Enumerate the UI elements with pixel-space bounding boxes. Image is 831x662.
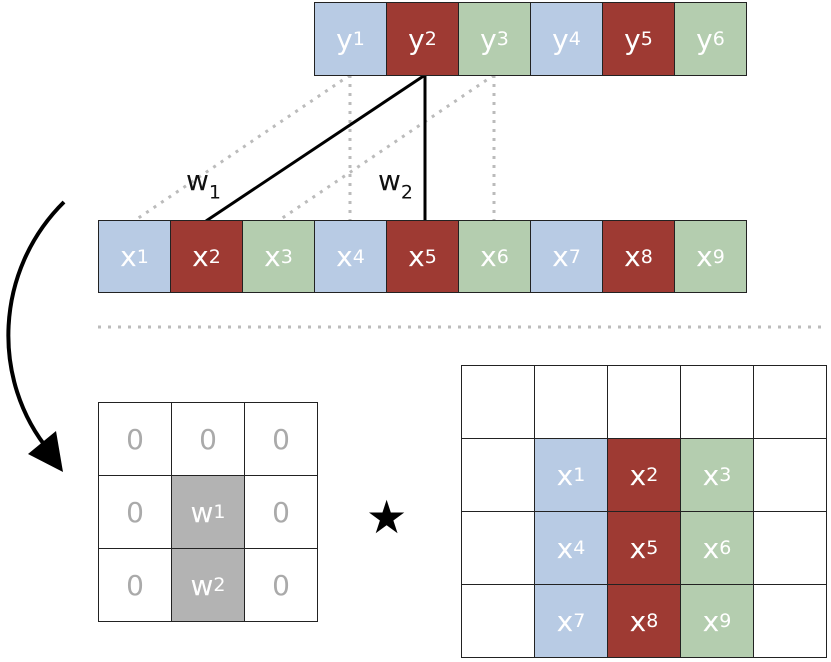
kernel-cell-zero-r2c0: 0	[98, 548, 172, 622]
kernel-cell-zero-r1c0: 0	[98, 475, 172, 549]
convolution-operator: ★	[366, 490, 408, 544]
grid-empty-cell-r0c3	[680, 365, 754, 439]
grid-empty-cell-r0c1	[534, 365, 608, 439]
grid-empty-cell-r0c0	[461, 365, 535, 439]
grid-empty-cell-r0c4	[753, 365, 827, 439]
dotted-connector-y1-x1	[133, 73, 351, 223]
grid-empty-cell-r1c0	[461, 438, 535, 512]
weight-line-w1	[205, 73, 426, 223]
transform-arrow-icon	[6, 200, 66, 454]
kernel-cell-zero-r0c1: 0	[171, 402, 245, 476]
kernel-cell-zero-r0c2: 0	[244, 402, 318, 476]
kernel-cell-zero-r0c0: 0	[98, 402, 172, 476]
dotted-connector-y3-x3	[277, 73, 495, 223]
grid-empty-cell-r3c4	[753, 584, 827, 658]
grid-empty-cell-r2c0	[461, 511, 535, 585]
arrowhead-icon	[28, 431, 63, 472]
weight-label-w1: w1	[186, 164, 221, 204]
grid-empty-cell-r3c0	[461, 584, 535, 658]
kernel-cell-zero-r1c2: 0	[244, 475, 318, 549]
kernel-cell-zero-r2c2: 0	[244, 548, 318, 622]
grid-empty-cell-r0c2	[607, 365, 681, 439]
grid-empty-cell-r2c4	[753, 511, 827, 585]
grid-empty-cell-r1c4	[753, 438, 827, 512]
weight-label-w2: w2	[378, 164, 413, 204]
